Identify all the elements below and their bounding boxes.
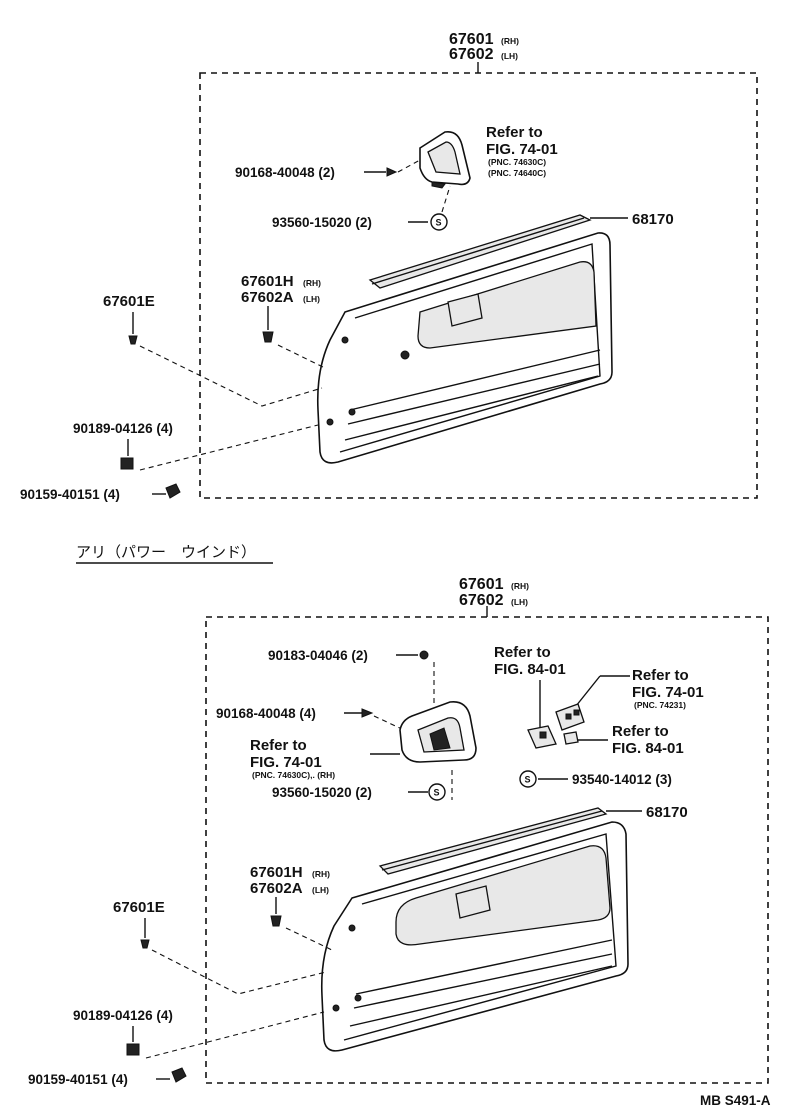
bottom-s2-part-label: 93540-14012 (3) <box>572 772 672 787</box>
bottom-s2-symbol-icon <box>519 770 537 788</box>
svg-text:(LH): (LH) <box>312 885 329 895</box>
svg-text:(RH): (RH) <box>511 581 529 591</box>
svg-text:(LH): (LH) <box>511 597 528 607</box>
bottom-screw-d-label: 90183-04046 (2) <box>268 648 368 663</box>
top-refer-to: Refer to <box>486 124 543 141</box>
bottom-clip-c-icon <box>171 1067 187 1083</box>
top-clip-h-label: 67601H <box>241 273 294 290</box>
bottom-screw-a-icon <box>361 708 374 718</box>
bottom-handle-bezel <box>399 700 477 763</box>
bottom-clip-e-icon <box>140 939 150 949</box>
svg-text:(RH): (RH) <box>312 869 330 879</box>
bottom-handle-refer-to: Refer to <box>250 737 307 754</box>
bottom-clip-b-label: 90189-04126 (4) <box>73 1008 173 1023</box>
top-part-lh-tag: (LH) <box>501 51 518 61</box>
svg-text:S: S <box>436 218 442 228</box>
top-part-number-rh: 67601 <box>449 31 494 48</box>
bottom-clip-h-icon <box>270 915 282 927</box>
bottom-clip-h-label: 67601H <box>250 864 303 881</box>
top-handle-bezel <box>419 130 471 189</box>
bottom-door-trim-panel <box>320 821 629 1052</box>
top-fig-74: FIG. 74-01 <box>486 141 558 158</box>
top-frame <box>199 72 758 499</box>
top-clip-c-label: 90159-40151 (4) <box>20 487 120 502</box>
bottom-fig84-a: FIG. 84-01 <box>494 661 566 678</box>
bottom-fig84-c: FIG. 84-01 <box>612 740 684 757</box>
top-clip-b-label: 90189-04126 (4) <box>73 421 173 436</box>
bottom-refer-to-b: Refer to <box>632 667 689 684</box>
bottom-frame <box>205 616 769 1084</box>
bottom-screw-d-icon <box>419 650 429 660</box>
top-weatherstrip-label: 68170 <box>632 211 674 228</box>
bottom-clip-c-label: 90159-40151 (4) <box>28 1072 128 1087</box>
bottom-handle-pnc: (PNC. 74630C),. (RH) <box>252 770 335 780</box>
top-clip-e-icon <box>128 335 138 345</box>
bottom-part-number-rh: 67601 <box>459 576 504 593</box>
bottom-s-part-label: 93560-15020 (2) <box>272 785 372 800</box>
svg-text:(RH): (RH) <box>303 278 321 288</box>
top-pnc-74630c: (PNC. 74630C) <box>488 157 546 167</box>
top-screw-icon <box>386 167 398 177</box>
bottom-clip-a-label: 67602A <box>250 880 303 897</box>
top-weatherstrip <box>368 214 628 289</box>
top-diagram: 67601 (RH) 67602 (LH) Refer to FIG. 74-0… <box>20 31 758 502</box>
bottom-clip-b-icon <box>126 1043 140 1056</box>
svg-text:S: S <box>434 788 440 798</box>
bottom-refer-to-c: Refer to <box>612 723 669 740</box>
bottom-part-number-lh: 67602 <box>459 592 504 609</box>
bottom-pnc-74231: (PNC. 74231) <box>634 700 686 710</box>
top-s-symbol-icon <box>430 213 448 231</box>
svg-text:S: S <box>525 775 531 785</box>
footer-code: MB S491-A <box>700 1093 771 1108</box>
bottom-clip-e-label: 67601E <box>113 899 165 916</box>
bottom-fig74-b: FIG. 74-01 <box>632 684 704 701</box>
top-part-rh-tag: (RH) <box>501 36 519 46</box>
top-door-trim-panel <box>316 232 613 464</box>
top-clip-b-icon <box>120 457 134 470</box>
top-clip-c-icon <box>165 483 181 499</box>
bottom-weatherstrip-label: 68170 <box>646 804 688 821</box>
bottom-weatherstrip <box>378 807 642 875</box>
bottom-switch-c <box>563 731 579 745</box>
bottom-diagram: 67601 (RH) 67602 (LH) 90183-04046 (2) 90… <box>28 576 769 1087</box>
top-clip-a-label: 67602A <box>241 289 294 306</box>
top-clip-h-icon <box>262 331 274 343</box>
svg-text:(LH): (LH) <box>303 294 320 304</box>
bottom-switch-b <box>555 703 585 731</box>
top-pnc-74640c: (PNC. 74640C) <box>488 168 546 178</box>
bottom-screw-a-label: 90168-40048 (4) <box>216 706 316 721</box>
section-heading: アリ（パワー ウインド） <box>76 543 256 561</box>
top-screw-label: 90168-40048 (2) <box>235 165 335 180</box>
top-part-number-lh: 67602 <box>449 46 494 63</box>
bottom-s-symbol-icon <box>428 783 446 801</box>
bottom-switch-a <box>527 725 557 749</box>
top-clip-e-label: 67601E <box>103 293 155 310</box>
bottom-handle-fig74: FIG. 74-01 <box>250 754 322 771</box>
bottom-refer-to-a: Refer to <box>494 644 551 661</box>
top-s-part-label: 93560-15020 (2) <box>272 215 372 230</box>
